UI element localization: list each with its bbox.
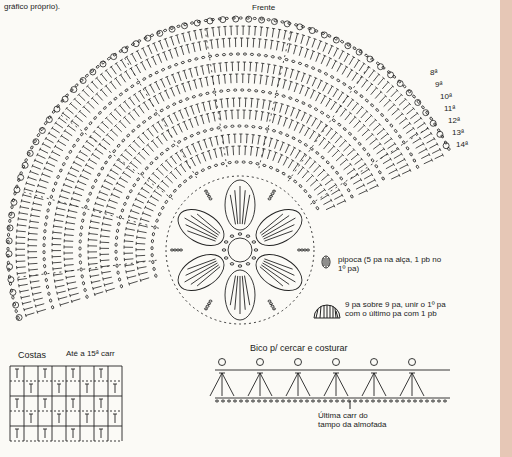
row-number: 14ª [456,140,468,149]
page-edge [500,0,512,457]
flower-motif [166,176,314,324]
chart-label: Bico p/ cercar e costurar [250,343,348,353]
back-grid [10,366,122,441]
row-number: 13ª [452,128,464,137]
legend-text: pipoca (5 pa na alça, 1 pb no 1º pa) [338,255,448,273]
edging-strip [210,359,450,403]
legend-text: 9 pa sobre 9 pa, unir o 1º pa com o últi… [345,300,455,318]
popcorn-symbol [322,256,330,268]
chart-label: Até a 15ª carr [66,349,115,358]
row-number: 11ª [444,104,455,113]
chart-label: Última carr do tampo da almofada [318,411,390,429]
chart-label: gráfico próprio). [4,2,60,11]
row-number: 9ª [435,80,442,89]
row-number: 12ª [448,116,460,125]
row-number: 8ª [430,68,437,77]
stitch-rows [6,16,450,320]
row-number: 10ª [440,92,452,101]
cluster-symbol [314,305,340,318]
chart-label: Frente [252,3,275,12]
chart-label: Costas [18,350,46,360]
